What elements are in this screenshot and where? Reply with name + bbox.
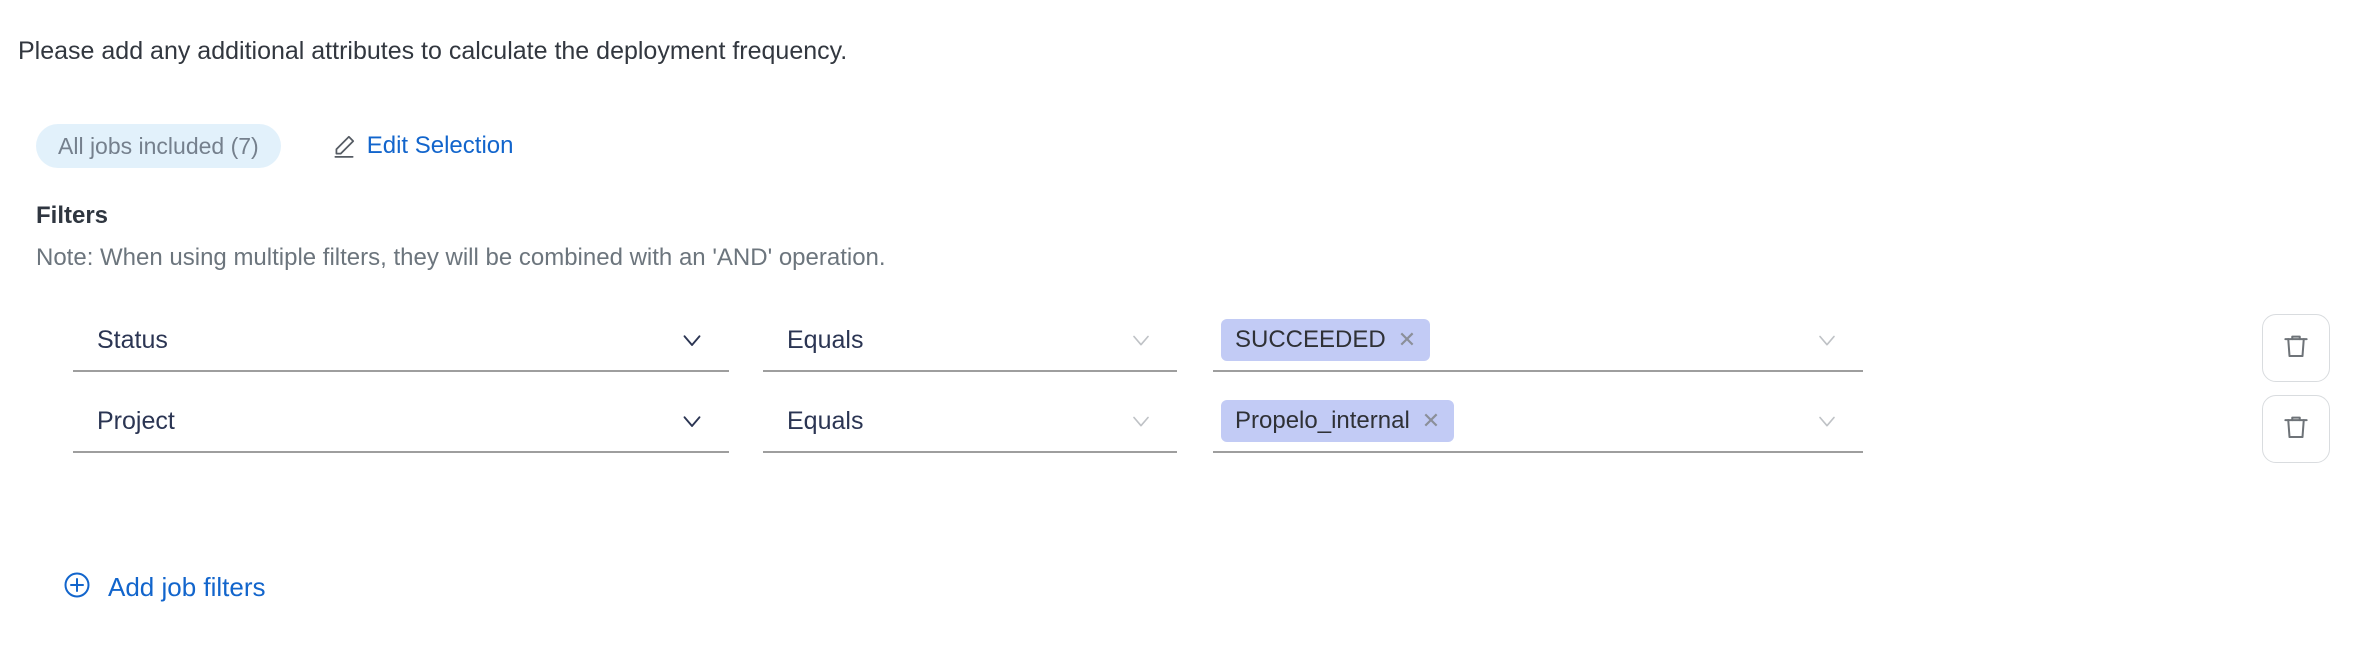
chevron-down-icon [1813,407,1863,435]
delete-filter-button[interactable] [2262,395,2330,463]
filter-values-chips: Propelo_internal ✕ [1213,400,1455,442]
filter-attribute-value: Status [97,325,168,354]
add-job-filters-label: Add job filters [108,572,266,602]
chevron-down-icon [1813,326,1863,354]
pencil-icon [331,133,357,159]
filters-heading: Filters [36,202,109,229]
chevron-down-icon [1127,326,1177,354]
filter-values-select[interactable]: SUCCEEDED ✕ [1213,310,1863,372]
edit-selection-label: Edit Selection [366,132,514,159]
value-chip-label: Propelo_internal [1235,407,1410,434]
trash-icon [2281,412,2311,447]
trash-icon [2281,331,2311,366]
selection-row: All jobs included (7) Edit Selection [36,124,513,168]
filter-values-select[interactable]: Propelo_internal ✕ [1213,391,1863,453]
filter-attribute-value: Project [97,406,175,435]
filter-attribute-select[interactable]: Project [73,391,729,453]
filter-operator-select[interactable]: Equals [763,310,1177,372]
delete-filter-button[interactable] [2262,314,2330,382]
value-chip[interactable]: Propelo_internal ✕ [1221,400,1455,442]
edit-selection-button[interactable]: Edit Selection [331,132,514,160]
filter-operator-value: Equals [787,325,864,354]
chevron-down-icon [1127,407,1177,435]
chevron-down-icon [677,325,729,355]
chevron-down-icon [677,406,729,436]
value-chip-label: SUCCEEDED [1235,326,1386,353]
filter-attribute-select[interactable]: Status [73,310,729,372]
filter-values-chips: SUCCEEDED ✕ [1213,319,1431,361]
close-icon[interactable]: ✕ [1397,327,1417,352]
intro-text: Please add any additional attributes to … [18,37,848,65]
filters-note: Note: When using multiple filters, they … [36,244,886,271]
close-icon[interactable]: ✕ [1421,408,1441,433]
circle-plus-icon [62,570,92,605]
filter-operator-select[interactable]: Equals [763,391,1177,453]
add-job-filters-button[interactable]: Add job filters [62,570,266,605]
filter-operator-value: Equals [787,406,864,435]
value-chip[interactable]: SUCCEEDED ✕ [1221,319,1431,361]
jobs-included-badge: All jobs included (7) [36,124,281,168]
